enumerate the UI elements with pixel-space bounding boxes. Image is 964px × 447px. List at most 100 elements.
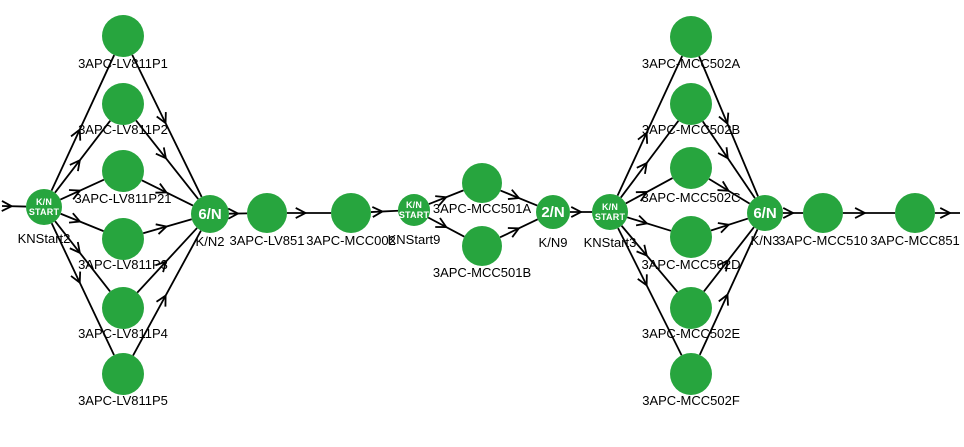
node-caption-mcc002: 3APC-MCC002 <box>306 233 396 248</box>
node-caption-mcc501a: 3APC-MCC501A <box>433 201 532 216</box>
edge-knstart2-lv811p5 <box>50 222 115 356</box>
node-kn9[interactable] <box>536 195 570 229</box>
node-mcc502b[interactable] <box>670 83 712 125</box>
node-caption-mcc851: 3APC-MCC851 <box>870 233 960 248</box>
node-caption-kn9: K/N9 <box>539 235 568 250</box>
edge-lv811p1-kn2 <box>131 54 203 198</box>
node-caption-knstart2: KNStart2 <box>18 231 71 246</box>
node-kn3[interactable] <box>747 195 783 231</box>
node-kn2[interactable] <box>191 195 229 233</box>
arrowhead-knstart3-mcc502c <box>635 191 649 202</box>
node-caption-knstart3: KNStart3 <box>584 235 637 250</box>
arrowhead-knstart9-mcc501b <box>435 217 448 228</box>
node-knstart3[interactable] <box>592 194 628 230</box>
edge-knstart3-mcc502b <box>620 120 680 199</box>
arrowhead-mcc502c-kn3 <box>717 180 731 192</box>
node-mcc002[interactable] <box>331 193 371 233</box>
node-mcc502c[interactable] <box>670 147 712 189</box>
node-lv811p1[interactable] <box>102 15 144 57</box>
arrowhead-lv851-mcc002 <box>295 207 308 219</box>
node-mcc501a[interactable] <box>462 163 502 203</box>
arrowhead-mcc851-out <box>939 207 952 219</box>
arrowhead-lv811p21-kn2 <box>155 183 169 194</box>
node-caption-kn3: K/N3 <box>751 233 780 248</box>
node-caption-lv811p3: 3APC-LV811P3 <box>78 257 168 272</box>
arrowhead-knstart2-lv811p3 <box>68 212 82 224</box>
edge-knstart2-lv811p1 <box>50 54 116 192</box>
node-mcc851[interactable] <box>895 193 935 233</box>
edge-lv811p5-kn2 <box>132 230 202 356</box>
node-label-kn9: 2/N <box>541 204 564 221</box>
arrowhead-lv811p2-kn2 <box>155 147 168 160</box>
arrowhead-mcc502f-kn3 <box>718 292 729 306</box>
node-caption-knstart9: KNStart9 <box>388 232 441 247</box>
node-mcc501b[interactable] <box>462 226 502 266</box>
node-label-knstart3: K/N <box>602 202 618 212</box>
arrowhead-lv811p1-kn2 <box>156 112 167 125</box>
arrowhead-knstart2-lv811p2 <box>69 158 82 172</box>
node-mcc510[interactable] <box>803 193 843 233</box>
arrowhead-mcc501a-kn9 <box>507 189 521 200</box>
edge-knstart2-lv811p21 <box>60 178 105 201</box>
arrowhead-kn3-mcc510 <box>782 207 795 219</box>
node-mcc502d[interactable] <box>670 216 712 258</box>
node-caption-lv811p2: 3APC-LV811P2 <box>78 122 168 137</box>
arrowhead-knstart9-mcc501a <box>435 195 448 207</box>
arrowhead-knstart3-mcc502e <box>636 244 648 258</box>
node-caption-mcc502e: 3APC-MCC502E <box>642 326 741 341</box>
node-knstart9[interactable] <box>398 194 430 226</box>
arrowhead-mcc501b-kn9 <box>507 227 521 238</box>
arrowhead-mcc502e-kn3 <box>717 259 730 272</box>
edge-knstart3-mcc502c <box>625 177 673 205</box>
edge-knstart2-lv811p4 <box>54 220 111 293</box>
edge-knstart3-mcc502d <box>626 216 672 232</box>
edge-knstart2-lv811p2 <box>54 120 111 194</box>
node-mcc502e[interactable] <box>670 287 712 329</box>
arrowhead-knstart2-lv811p5 <box>70 271 82 285</box>
arrowhead-mcc510-mcc851 <box>854 207 867 219</box>
edge-mcc502f-kn3 <box>698 228 759 356</box>
arrowhead-mcc002-knstart9 <box>371 206 385 218</box>
node-caption-kn2: K/N2 <box>196 234 225 249</box>
node-label2-knstart2: START <box>29 207 60 217</box>
node-label-kn3: 6/N <box>753 205 776 222</box>
arrowhead-knstart2-lv811p21 <box>68 189 82 200</box>
node-caption-mcc502d: 3APC-MCC502D <box>642 257 741 272</box>
node-knstart2[interactable] <box>26 189 62 225</box>
node-lv811p3[interactable] <box>102 218 144 260</box>
node-label-kn2: 6/N <box>198 206 221 223</box>
arrowhead-lv811p4-kn2 <box>155 260 168 273</box>
node-caption-lv811p21: 3APC-LV811P21 <box>74 191 171 206</box>
node-caption-mcc502c: 3APC-MCC502C <box>642 190 741 205</box>
node-caption-mcc502a: 3APC-MCC502A <box>642 56 741 71</box>
edge-knstart2-lv811p3 <box>60 212 104 232</box>
node-label2-knstart3: START <box>595 212 626 222</box>
node-caption-mcc502b: 3APC-MCC502B <box>642 122 740 137</box>
arrowhead-in-knstart2 <box>1 200 14 212</box>
node-caption-lv811p1: 3APC-LV811P1 <box>78 56 168 71</box>
node-lv851[interactable] <box>247 193 287 233</box>
node-lv811p5[interactable] <box>102 353 144 395</box>
node-lv811p21[interactable] <box>102 150 144 192</box>
node-caption-mcc510: 3APC-MCC510 <box>778 233 868 248</box>
arrowhead-lv811p3-kn2 <box>155 223 169 235</box>
edge-knstart3-mcc502e <box>620 225 679 293</box>
node-mcc502f[interactable] <box>670 353 712 395</box>
node-lv811p2[interactable] <box>102 83 144 125</box>
node-label-knstart2: K/N <box>36 197 52 207</box>
arrowhead-kn9-knstart3 <box>570 206 583 218</box>
node-caption-lv811p5: 3APC-LV811P5 <box>78 393 168 408</box>
arrowhead-knstart3-mcc502d <box>635 215 649 227</box>
node-caption-mcc502f: 3APC-MCC502F <box>642 393 740 408</box>
node-label-knstart9: K/N <box>406 200 422 210</box>
node-lv811p4[interactable] <box>102 287 144 329</box>
edge-knstart3-mcc502f <box>617 227 683 356</box>
edge-mcc002-knstart9 <box>370 209 399 213</box>
arrowhead-mcc502d-kn3 <box>717 222 731 234</box>
node-mcc502a[interactable] <box>670 16 712 58</box>
arrowhead-knstart3-mcc502b <box>636 161 648 175</box>
edge-knstart3-mcc502a <box>616 55 683 197</box>
arrowhead-knstart3-mcc502a <box>637 131 649 144</box>
